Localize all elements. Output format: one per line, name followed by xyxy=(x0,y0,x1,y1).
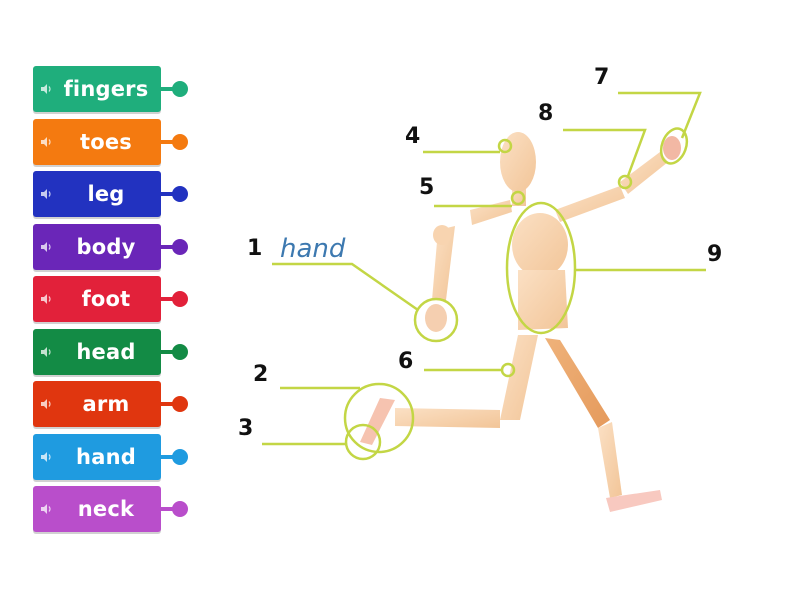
speaker-icon[interactable] xyxy=(40,136,52,148)
tag-connector xyxy=(161,402,175,406)
target-number-text: 7 xyxy=(594,65,610,90)
pointer-lines xyxy=(262,91,706,461)
target-number-text: 8 xyxy=(538,101,554,126)
tag-label: hand xyxy=(76,444,136,469)
tag-label: body xyxy=(76,234,136,259)
pointer-line-1 xyxy=(272,262,419,312)
target-number-text: 1 xyxy=(247,236,263,261)
tag-drag-handle[interactable] xyxy=(172,396,188,412)
target-number-text: 5 xyxy=(419,175,435,200)
pointer-line-7 xyxy=(618,91,702,139)
target-ring-hand xyxy=(413,297,459,343)
mannequin-figure xyxy=(360,132,681,512)
tag-arm[interactable]: arm xyxy=(33,381,188,427)
tag-label: arm xyxy=(82,392,130,416)
target-number-2[interactable]: 2 xyxy=(253,364,268,386)
tag-drag-handle[interactable] xyxy=(172,343,188,360)
tag-label: fingers xyxy=(63,77,149,101)
tag-connector xyxy=(161,349,175,354)
tag-label: neck xyxy=(77,497,135,521)
pointer-line-8 xyxy=(563,128,647,177)
target-number-6[interactable]: 6 xyxy=(398,351,413,373)
speaker-icon[interactable] xyxy=(40,188,52,200)
tag-drag-handle[interactable] xyxy=(172,81,188,97)
target-number-text: 2 xyxy=(253,362,269,387)
target-number-text: 3 xyxy=(238,416,254,441)
tag-hand[interactable]: hand xyxy=(33,433,188,480)
tag-body[interactable]: body xyxy=(33,223,188,270)
tag-connector xyxy=(161,507,175,511)
target-dot-leg xyxy=(500,362,516,378)
tag-connector xyxy=(161,192,175,196)
tag-foot[interactable]: foot xyxy=(33,276,188,322)
tag-connector xyxy=(161,139,175,144)
speaker-icon[interactable] xyxy=(40,293,52,305)
tag-drag-handle[interactable] xyxy=(172,238,188,255)
speaker-icon[interactable] xyxy=(40,503,52,515)
target-dot-head xyxy=(497,138,513,154)
speaker-icon[interactable] xyxy=(40,398,52,410)
tag-connector xyxy=(161,297,175,301)
target-number-9[interactable]: 9 xyxy=(707,244,722,266)
target-ring-foot xyxy=(343,382,415,454)
target-number-text: 9 xyxy=(707,242,723,267)
speaker-icon[interactable] xyxy=(40,83,52,95)
placed-answer-1[interactable]: hand xyxy=(280,234,346,264)
tag-head[interactable]: head xyxy=(33,328,188,375)
target-number-text: 4 xyxy=(405,124,421,149)
target-ring-body xyxy=(505,201,577,335)
tag-connector xyxy=(161,454,175,459)
target-ring-toes xyxy=(344,423,382,461)
target-number-5[interactable]: 5 xyxy=(419,177,434,199)
speaker-icon[interactable] xyxy=(40,346,52,358)
target-number-4[interactable]: 4 xyxy=(405,126,420,148)
tag-connector xyxy=(161,244,175,249)
target-dot-neck xyxy=(510,190,526,206)
tag-connector xyxy=(161,87,175,91)
target-number-7[interactable]: 7 xyxy=(594,67,609,89)
target-dot-arm xyxy=(617,174,633,190)
target-number-1[interactable]: 1 xyxy=(247,238,262,260)
target-number-text: 6 xyxy=(398,349,414,374)
tag-drag-handle[interactable] xyxy=(172,501,188,517)
target-number-8[interactable]: 8 xyxy=(538,103,553,125)
tag-leg[interactable]: leg xyxy=(33,171,188,217)
speaker-icon[interactable] xyxy=(40,241,52,253)
tag-label: toes xyxy=(79,129,132,154)
tag-drag-handle[interactable] xyxy=(172,186,188,202)
speaker-icon[interactable] xyxy=(40,451,52,463)
tag-toes[interactable]: toes xyxy=(33,118,188,165)
tag-drag-handle[interactable] xyxy=(172,291,188,307)
tag-neck[interactable]: neck xyxy=(33,486,188,532)
tag-label: leg xyxy=(87,182,125,206)
target-number-3[interactable]: 3 xyxy=(238,418,253,440)
tag-label: head xyxy=(76,339,136,364)
tag-drag-handle[interactable] xyxy=(172,448,188,465)
tag-fingers[interactable]: fingers xyxy=(33,66,188,112)
tag-label: foot xyxy=(81,287,131,311)
tag-drag-handle[interactable] xyxy=(172,133,188,150)
target-ring-fingers xyxy=(659,127,689,165)
